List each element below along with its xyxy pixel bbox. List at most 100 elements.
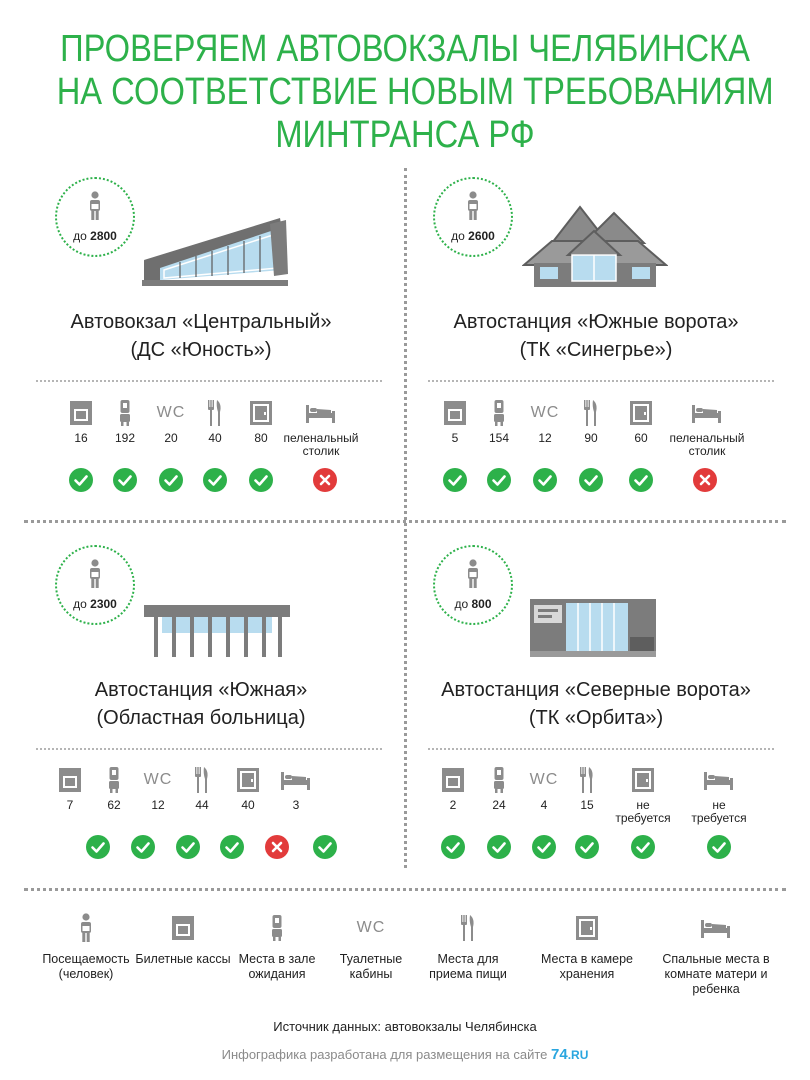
legend-label: Билетные кассы [135,952,231,966]
wc-icon: WC [143,771,173,788]
visitors-caption: до 2300 [57,597,133,611]
legend-kassa: Билетные кассы [133,912,233,967]
visitors-value: 2600 [468,229,495,243]
check-icon [225,842,239,853]
status-mark [487,835,511,859]
facility-value: 80 [254,431,268,445]
status-mark [265,835,289,859]
title-line: НА СООТВЕТСТВИЕ НОВЫМ ТРЕБОВАНИЯМ [56,71,774,113]
bed-icon [692,403,722,423]
facility-storage: 60 [611,400,671,445]
check-icon [580,842,594,853]
row-divider [428,380,774,382]
visitors-badge: до 800 [433,545,513,625]
facility-value: 40 [241,798,255,812]
check-icon [181,842,195,853]
visitors-prefix: до [73,229,87,243]
check-icon [446,842,460,853]
legend-label: Спальные места в комнате матери и ребенк… [662,952,770,996]
check-icon [492,475,506,486]
person-icon [87,559,103,589]
bus-station-illustration [522,205,668,287]
footer-divider [24,888,786,891]
facility-value: 40 [208,431,222,445]
legend-label: Туалетные кабины [339,952,403,981]
check-icon [712,842,726,853]
site-logo-suffix[interactable]: .RU [567,1048,589,1062]
facility-value: 7 [66,798,74,812]
locker-icon [632,768,654,792]
bus-station-illustration [530,599,656,657]
check-icon [208,475,222,486]
legend-seats: Места в зале ожидания [227,912,327,982]
seat-icon [493,400,505,426]
locker-icon [630,401,652,425]
station-name: Автостанция «Северные ворота» (ТК «Орбит… [410,676,782,732]
visitors-value: 2800 [90,229,117,243]
facility-seats: 24 [469,767,529,812]
station-name: Автовокзал «Центральный» (ДС «Юность») [24,308,378,364]
check-icon [318,842,332,853]
facility-value: пеленальный столик [283,431,359,458]
status-mark [575,835,599,859]
bed-icon [704,770,734,790]
page-title: ПРОВЕРЯЕМ АВТОВОКЗАЛЫ ЧЕЛЯБИНСКА НА СООТ… [56,28,774,157]
legend-label: Места в зале ожидания [238,952,316,981]
visitors-prefix: до [454,597,469,611]
legend-storage: Места в камере хранения [537,912,637,982]
status-mark [487,468,511,492]
vertical-divider [404,168,407,868]
legend-label: Посещаемость (человек) [42,952,130,981]
station-name-line: Автостанция «Южная» [94,679,308,701]
site-logo[interactable]: 74 [551,1046,568,1063]
visitors-badge: до 2800 [55,177,135,257]
seat-icon [119,400,131,426]
facility-food: 40 [185,400,245,445]
visitors-caption: до 2600 [435,229,511,243]
facility-kassa: 2 [423,767,483,812]
status-mark [313,835,337,859]
facility-food: 90 [561,400,621,445]
visitors-prefix: до [451,229,465,243]
status-mark [441,835,465,859]
station-name: Автостанция «Южная» (Областная больница) [24,676,378,732]
horizontal-divider [24,520,786,523]
visitors-badge: до 2600 [433,177,513,257]
wc-icon: WC [530,404,560,421]
fork-knife-icon [583,400,599,426]
legend-food: Места для приема пищи [418,912,518,982]
facility-bed: пеленальный столик [271,400,371,458]
ticket-office-icon [58,768,82,792]
status-mark [313,468,337,492]
title-line: МИНТРАНСА РФ [275,114,535,156]
visitors-value: 2300 [90,597,117,611]
cross-icon [319,474,331,486]
status-mark [707,835,731,859]
station-name: Автостанция «Южные ворота» (ТК «Синегрье… [410,308,782,364]
status-mark [113,468,137,492]
facility-bed: пеленальный столик [657,400,757,458]
check-icon [538,475,552,486]
visitors-badge: до 2300 [55,545,135,625]
facility-value: 90 [584,431,598,445]
bus-station-illustration [142,218,288,286]
person-icon [78,913,94,943]
status-mark [69,468,93,492]
facility-value: пеленальный столик [669,431,745,458]
status-mark [220,835,244,859]
legend-label: Места в камере хранения [540,952,634,981]
ticket-office-icon [69,401,93,425]
station-name-line: Автовокзал «Центральный» [70,311,332,333]
visitors-caption: до 800 [435,597,511,611]
locker-icon [576,916,598,940]
facility-food: 44 [172,767,232,812]
facility-value: 5 [451,431,459,445]
status-mark [693,468,717,492]
seat-icon [108,767,120,793]
station-subname: (ТК «Орбита») [528,707,664,729]
station-subname: (Областная больница) [96,707,306,729]
ticket-office-icon [171,916,195,940]
check-icon [492,842,506,853]
